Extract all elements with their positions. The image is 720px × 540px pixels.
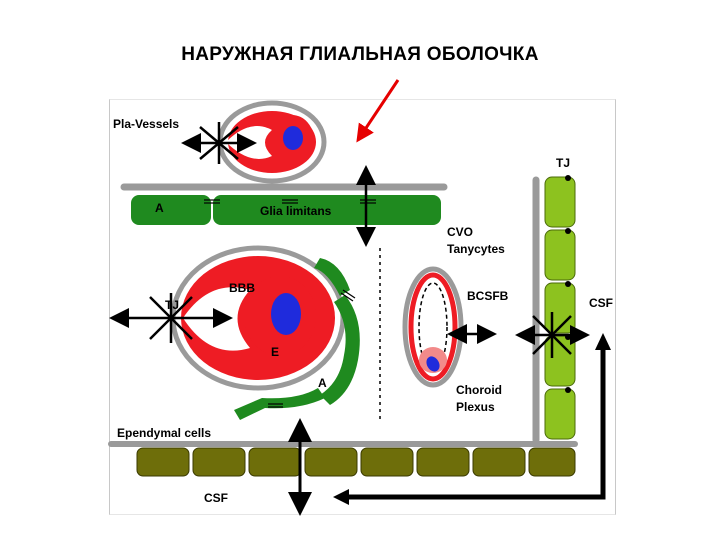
label-ependymal-cells: Ependymal cells <box>117 426 211 440</box>
pla-vessel <box>216 100 327 184</box>
label-bbb: BBB <box>229 281 255 295</box>
label-tj-left: TJ <box>165 298 179 312</box>
choroid-plexus <box>402 266 464 388</box>
ependymal-row <box>136 447 576 477</box>
endfeet-junctions <box>268 289 356 408</box>
page-title: НАРУЖНАЯ ГЛИАЛЬНАЯ ОБОЛОЧКА <box>181 44 539 65</box>
label-cvo: CVO <box>447 225 473 239</box>
label-csf-right: CSF <box>589 296 613 310</box>
nucleus-icon <box>426 356 440 372</box>
tanycyte-column <box>544 176 576 440</box>
label-tj: TJ <box>556 156 570 170</box>
nucleus-icon <box>283 126 303 150</box>
label-a-top: A <box>155 201 164 215</box>
label-e: E <box>271 345 279 359</box>
label-a-bottom: A <box>318 376 327 390</box>
bbb-arrows <box>109 293 233 343</box>
label-pla-vessels: Pla-Vessels <box>113 117 179 131</box>
tanycyte-arrows <box>515 312 590 358</box>
label-bcsfb: BCSFB <box>467 289 509 303</box>
label-glia-limitans: Glia limitans <box>260 204 332 218</box>
label-plexus: Plexus <box>456 400 495 414</box>
label-choroid: Choroid <box>456 383 502 397</box>
label-csf-bottom: CSF <box>204 491 228 505</box>
bbb-vessel <box>168 245 346 391</box>
label-tanycytes: Tanycytes <box>447 242 505 256</box>
nucleus-icon <box>271 293 301 335</box>
glia-limitans-bar <box>131 195 441 225</box>
pointer-arrow <box>356 79 400 143</box>
pla-vessel-arrows <box>181 122 257 164</box>
diagram-panel <box>109 99 616 515</box>
csf-flow-arrow <box>333 333 611 505</box>
